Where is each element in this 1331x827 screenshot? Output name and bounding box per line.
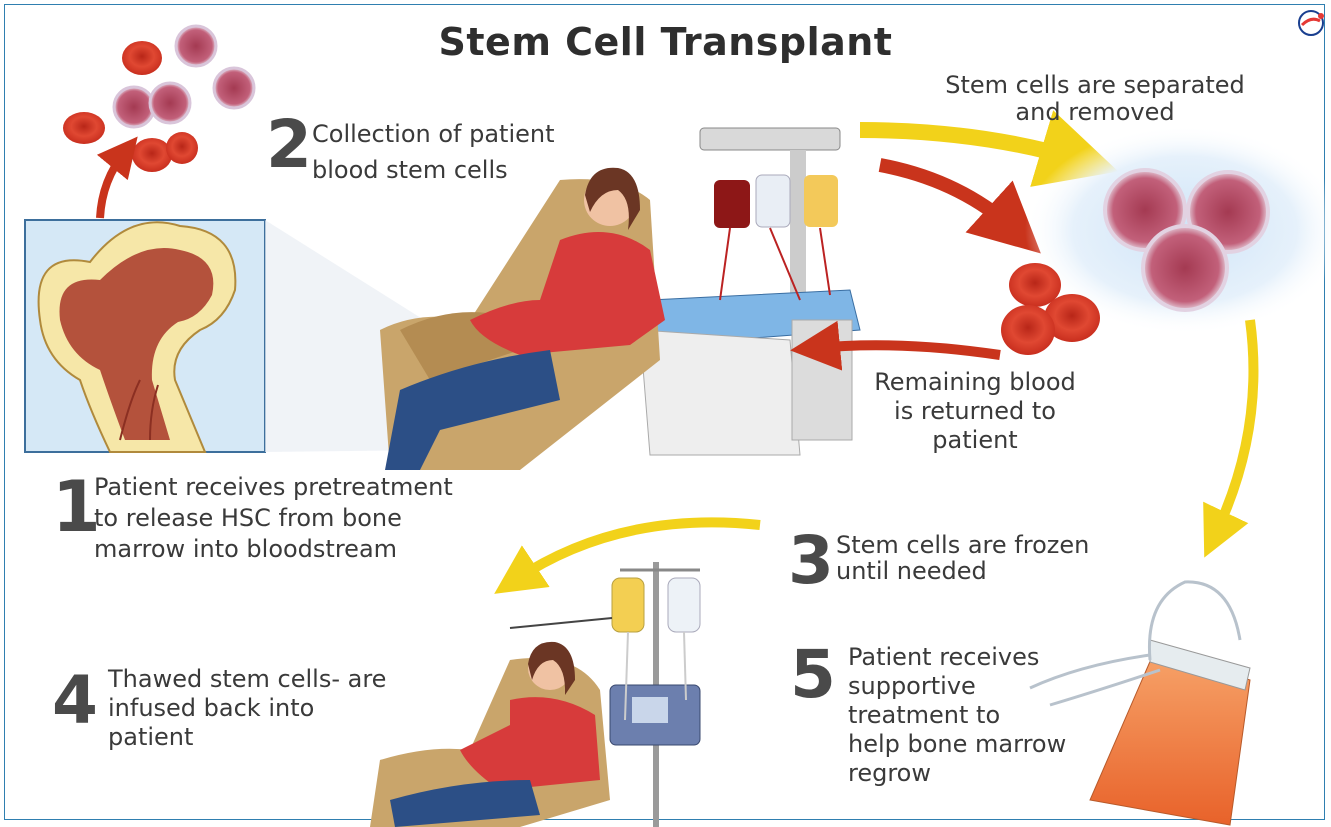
step-5-label: Patient receives supportive treatment to… bbox=[848, 643, 1066, 788]
freeze-arrow bbox=[1215, 320, 1253, 535]
step-5-line-4: help bone marrow bbox=[848, 730, 1066, 759]
separation-arrow bbox=[860, 130, 1080, 160]
separated-line-2: and removed bbox=[930, 99, 1260, 126]
step-3-number: 3 bbox=[788, 528, 834, 594]
stem-cells-small bbox=[114, 26, 254, 127]
step-4-line-2: infused back into bbox=[108, 694, 386, 723]
returned-line-2: is returned to bbox=[855, 397, 1095, 426]
step-2-label: Collection of patient blood stem cells bbox=[312, 116, 555, 188]
step-3-label: Stem cells are frozen until needed bbox=[836, 532, 1089, 584]
patient-chair-bottom-illustration bbox=[370, 642, 610, 827]
returned-label: Remaining blood is returned to patient bbox=[855, 368, 1095, 455]
separated-label: Stem cells are separated and removed bbox=[930, 72, 1260, 126]
step-4-number: 4 bbox=[52, 668, 98, 734]
step-4-label: Thawed stem cells- are infused back into… bbox=[108, 665, 386, 752]
step-5-line-5: regrow bbox=[848, 759, 1066, 788]
step-1-label: Patient receives pretreatment to release… bbox=[94, 472, 453, 565]
step-1-line-3: marrow into bloodstream bbox=[94, 534, 453, 565]
release-arrow bbox=[100, 152, 125, 218]
step-3-line-1: Stem cells are frozen bbox=[836, 532, 1089, 558]
step-1-line-2: to release HSC from bone bbox=[94, 503, 453, 534]
step-2-line-2: blood stem cells bbox=[312, 152, 555, 188]
step-5-line-3: treatment to bbox=[848, 701, 1066, 730]
rbc-arrow bbox=[880, 165, 1015, 230]
separated-line-1: Stem cells are separated bbox=[930, 72, 1260, 99]
step-1-line-1: Patient receives pretreatment bbox=[94, 472, 453, 503]
step-3-line-2: until needed bbox=[836, 558, 1089, 584]
step-2-number: 2 bbox=[266, 112, 312, 178]
step-5-line-2: supportive bbox=[848, 672, 1066, 701]
step-2-line-1: Collection of patient bbox=[312, 116, 555, 152]
step-5-number: 5 bbox=[790, 642, 836, 708]
step-4-line-1: Thawed stem cells- are bbox=[108, 665, 386, 694]
step-5-line-1: Patient receives bbox=[848, 643, 1066, 672]
bone-marrow-illustration bbox=[25, 220, 440, 452]
patient-chair-illustration bbox=[380, 168, 665, 470]
returned-line-3: patient bbox=[855, 426, 1095, 455]
apheresis-machine-illustration bbox=[640, 128, 860, 455]
step-4-line-3: patient bbox=[108, 723, 386, 752]
returned-line-1: Remaining blood bbox=[855, 368, 1095, 397]
